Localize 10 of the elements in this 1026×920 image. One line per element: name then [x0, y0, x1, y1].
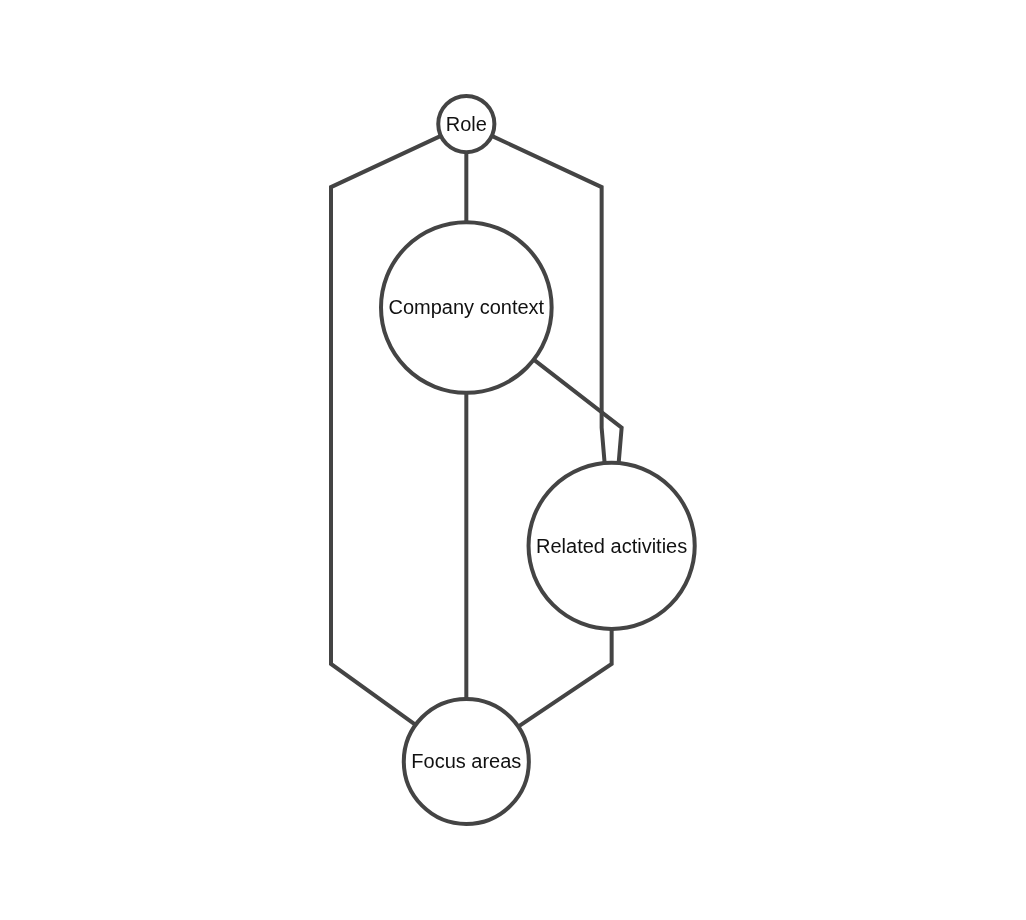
- node-circle: Focus areas: [401, 696, 531, 826]
- connector: [491, 134, 607, 464]
- node-circle: Related activities: [526, 460, 697, 631]
- connector: [329, 134, 442, 727]
- connector: [517, 628, 614, 729]
- node-circle: Role: [436, 94, 497, 155]
- node-circle: Company context: [379, 220, 554, 395]
- connector: [532, 358, 624, 464]
- connector: [464, 152, 469, 223]
- connector: [464, 392, 469, 699]
